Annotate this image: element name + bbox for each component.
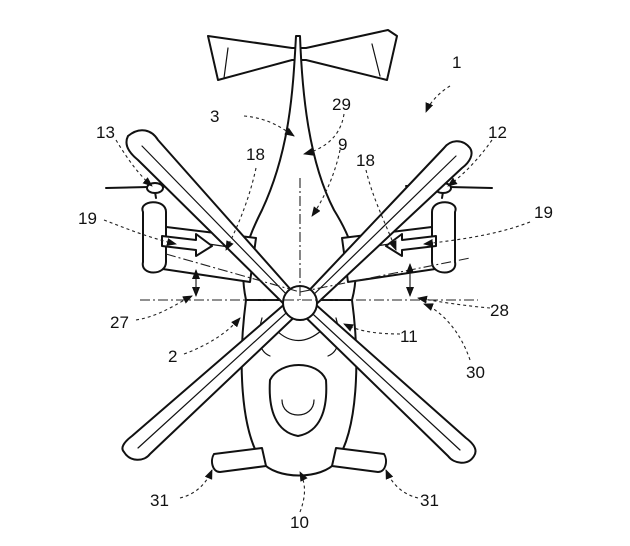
reference-axes [140,178,478,301]
angle-markers [192,263,414,297]
ref-9: 9 [338,135,347,154]
ref-29: 29 [332,95,351,114]
ref-27: 27 [110,313,129,332]
ref-18-left: 18 [246,145,265,164]
windshield [268,364,328,437]
ref-12: 12 [488,123,507,142]
ref-19-left: 19 [78,209,97,228]
main-rotor [121,129,477,464]
right-nacelle [431,201,457,274]
ref-11: 11 [400,327,418,346]
ref-28: 28 [490,301,509,320]
ref-2: 2 [168,347,177,366]
ref-18-right: 18 [356,151,375,170]
ref-31-left: 31 [150,491,169,510]
lower-stabilizers [211,447,387,473]
ref-1: 1 [452,53,461,72]
left-nacelle [141,201,167,274]
leader-lines [103,85,531,513]
reference-numerals: 1 3 29 9 18 18 13 12 19 19 27 28 2 11 30… [78,53,553,532]
ref-19-right: 19 [534,203,553,222]
ref-10: 10 [290,513,309,532]
ref-30: 30 [466,363,485,382]
ref-3: 3 [210,107,219,126]
ref-31-right: 31 [420,491,439,510]
ref-13: 13 [96,123,115,142]
